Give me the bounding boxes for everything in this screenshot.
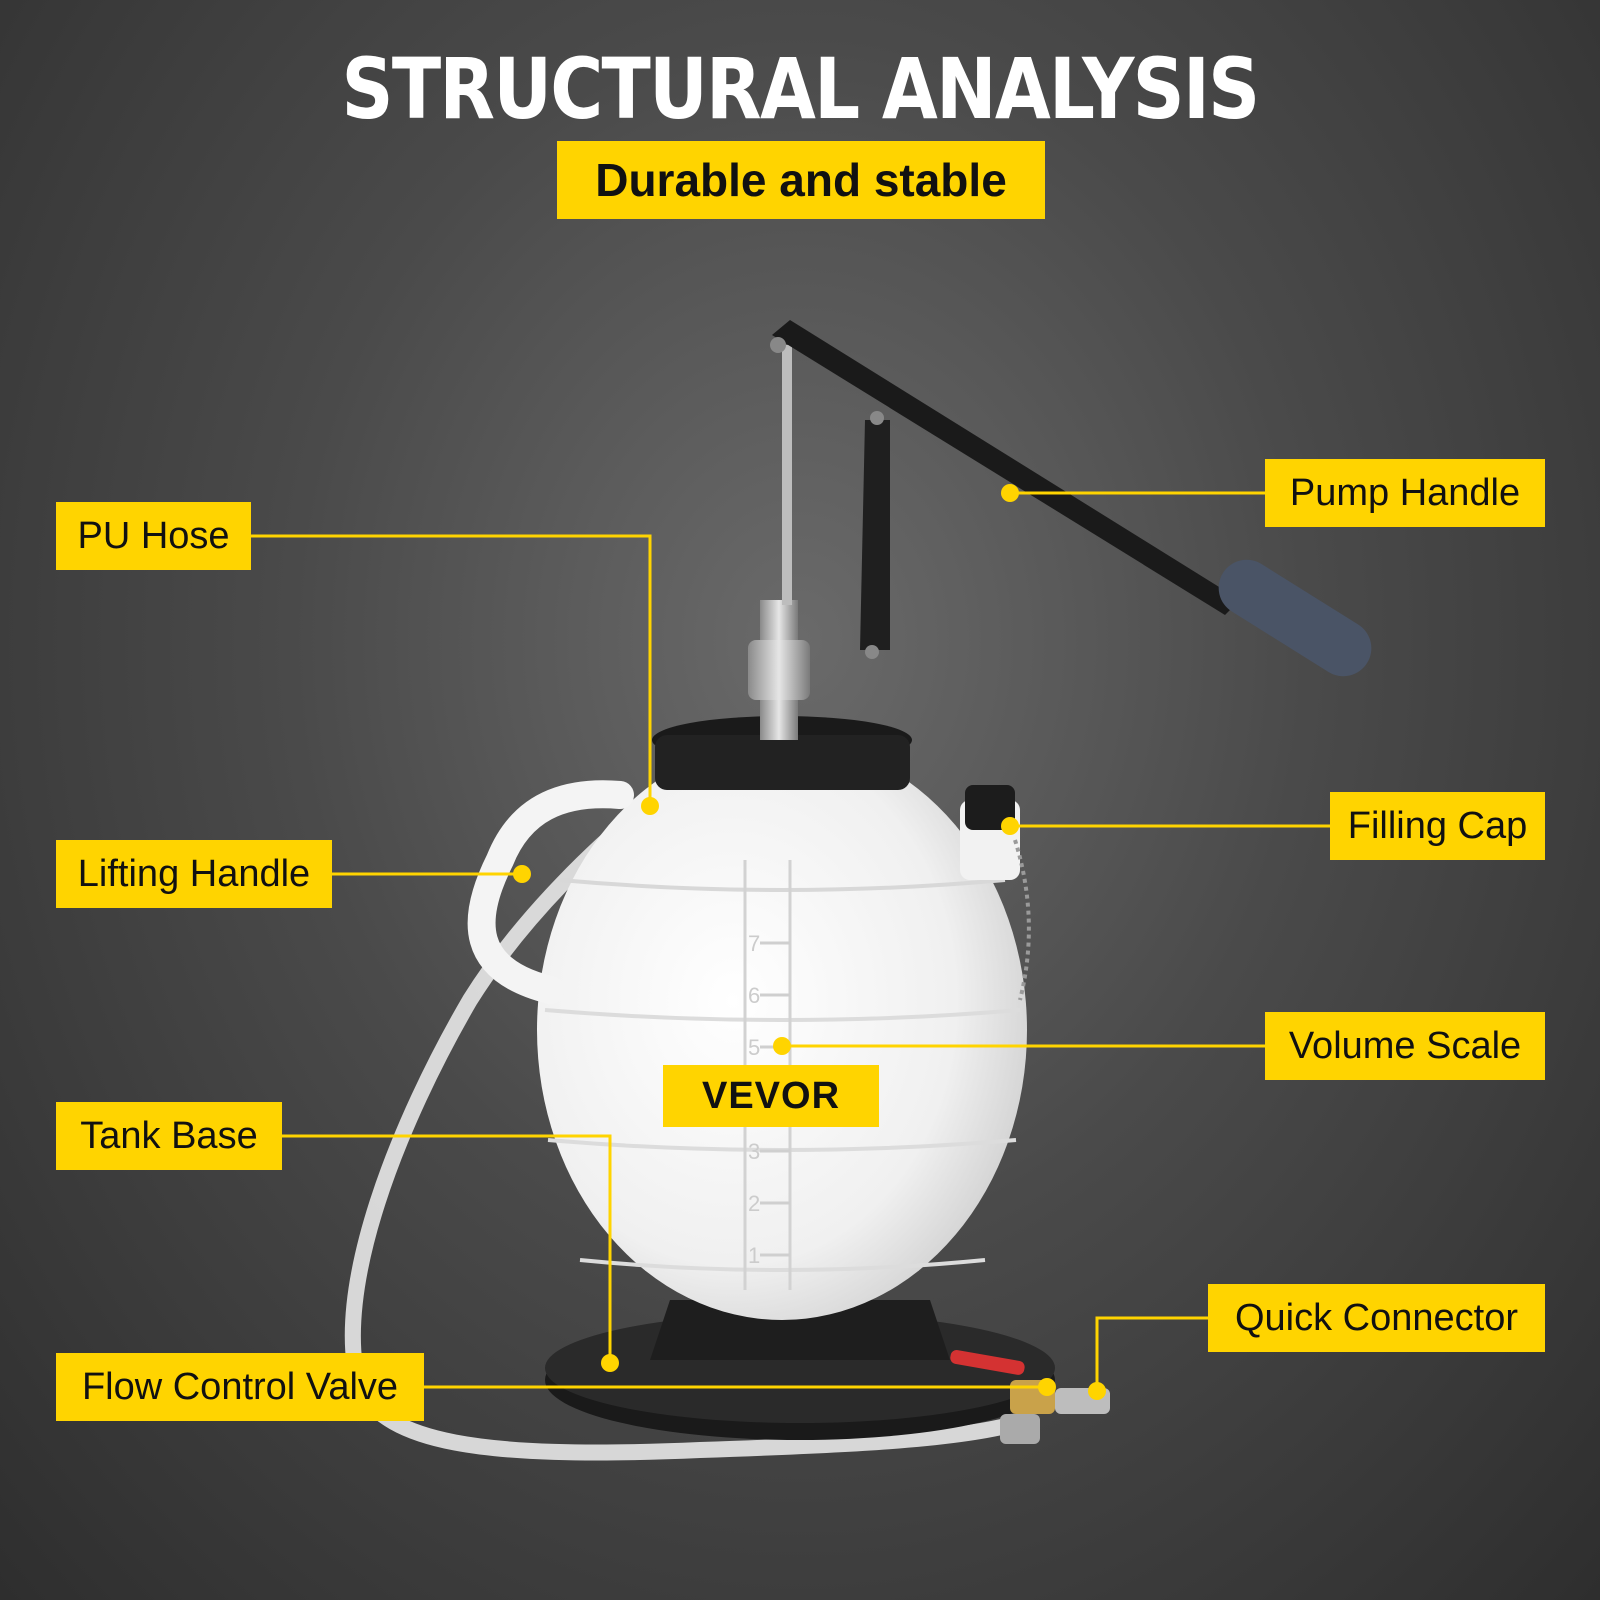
brand-logo: VEVOR (663, 1065, 879, 1127)
page-title: STRUCTURAL ANALYSIS (341, 40, 1261, 138)
label-volume-scale: Volume Scale (1265, 1012, 1545, 1080)
callout-lines (250, 491, 1330, 1389)
label-lifting-handle: Lifting Handle (56, 840, 332, 908)
label-tank-base: Tank Base (56, 1102, 282, 1170)
scale-tick-label: 5 (748, 1035, 760, 1060)
label-filling-cap: Filling Cap (1330, 792, 1545, 860)
label-quick-connector: Quick Connector (1208, 1284, 1545, 1352)
scale-tick-label: 7 (748, 931, 760, 956)
label-flow-control-valve: Flow Control Valve (56, 1353, 424, 1421)
label-pump-handle: Pump Handle (1265, 459, 1545, 527)
pump-handle (772, 320, 1240, 615)
filling-cap (965, 785, 1015, 830)
lifting-handle (467, 780, 634, 1004)
scale-tick-label: 2 (748, 1191, 760, 1216)
scale-tick-label: 1 (748, 1243, 760, 1268)
subtitle-banner: Durable and stable (557, 141, 1045, 219)
scale-tick-label: 6 (748, 983, 760, 1008)
scale-tick-label: 3 (748, 1139, 760, 1164)
callout-dots (513, 484, 1106, 1400)
label-pu-hose: PU Hose (56, 502, 251, 570)
